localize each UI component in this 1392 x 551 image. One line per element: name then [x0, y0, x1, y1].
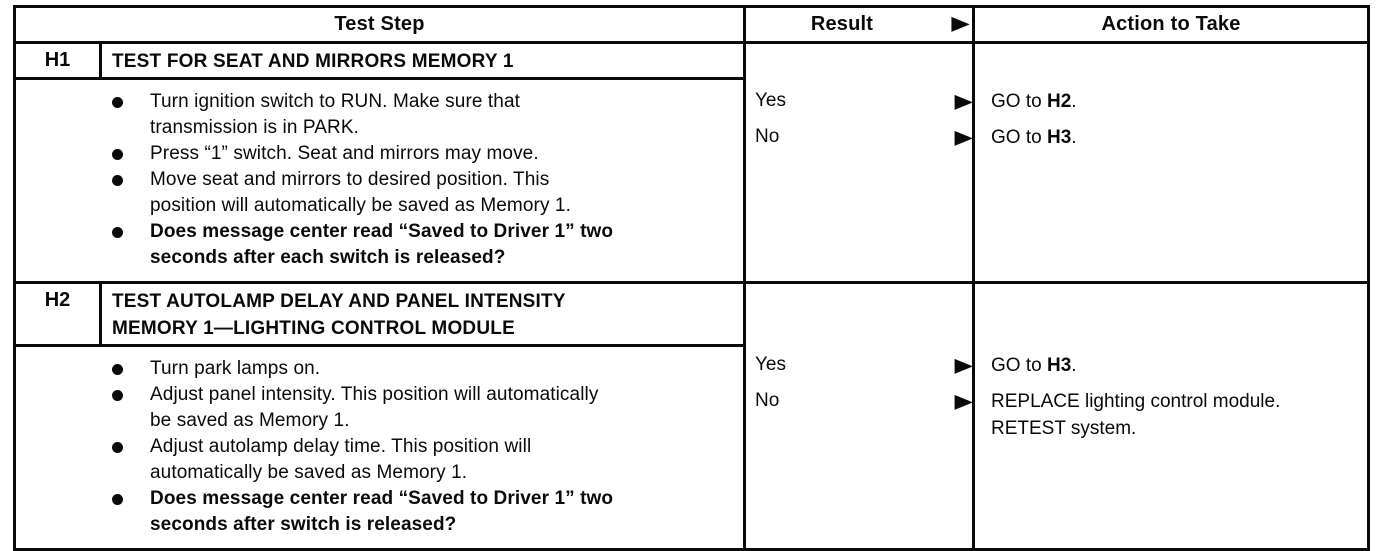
- bullet-item: Press “1” switch. Seat and mirrors may m…: [110, 141, 620, 167]
- action-row-yes: GO to H2.: [975, 88, 1351, 124]
- result-row-no: No ▶: [746, 388, 973, 424]
- action-step-ref: H2: [1046, 91, 1072, 112]
- column-header-test-step: Test Step: [334, 13, 425, 35]
- action-text: GO to: [991, 355, 1047, 376]
- result-label: No: [755, 126, 780, 147]
- step-title-row: H2 TEST AUTOLAMP DELAY AND PANEL INTENSI…: [16, 284, 743, 347]
- result-cell: Yes ▶ No ▶: [743, 284, 973, 548]
- action-text: .: [1071, 91, 1077, 112]
- bullet-text: Adjust autolamp delay time. This positio…: [150, 436, 532, 483]
- bullet-icon: [112, 97, 123, 108]
- bullet-item-question: Does message center read “Saved to Drive…: [110, 486, 620, 538]
- arrow-right-icon: ▶: [954, 353, 973, 377]
- bullet-text: Does message center read “Saved to Drive…: [150, 221, 614, 268]
- arrow-right-icon: ▶: [951, 11, 970, 35]
- bullet-item: Adjust autolamp delay time. This positio…: [110, 434, 620, 486]
- action-step-ref: H3: [1046, 355, 1072, 376]
- column-header-result: Result ▶: [743, 8, 972, 41]
- bullet-list: Turn park lamps on. Adjust panel intensi…: [16, 347, 743, 548]
- arrow-right-icon: ▶: [954, 125, 973, 149]
- bullet-icon: [112, 149, 123, 160]
- step-title: TEST FOR SEAT AND MIRRORS MEMORY 1: [112, 51, 514, 72]
- bullet-text: Adjust panel intensity. This position wi…: [150, 384, 599, 431]
- bullet-item: Turn park lamps on.: [110, 356, 620, 382]
- bullet-icon: [112, 227, 123, 238]
- test-step-cell: H1 TEST FOR SEAT AND MIRRORS MEMORY 1 Tu…: [16, 44, 743, 281]
- test-block-h1: H1 TEST FOR SEAT AND MIRRORS MEMORY 1 Tu…: [16, 44, 1367, 281]
- step-id: H1: [16, 44, 102, 77]
- result-label: Yes: [755, 354, 786, 375]
- action-cell: GO to H2. GO to H3.: [972, 44, 1367, 281]
- bullet-text: Does message center read “Saved to Drive…: [150, 488, 614, 535]
- arrow-right-icon: ▶: [954, 389, 973, 413]
- bullet-item: Turn ignition switch to RUN. Make sure t…: [110, 89, 620, 141]
- step-title-row: H1 TEST FOR SEAT AND MIRRORS MEMORY 1: [16, 44, 743, 80]
- bullet-item-question: Does message center read “Saved to Drive…: [110, 219, 620, 271]
- action-text: GO to: [991, 91, 1047, 112]
- result-row-no: No ▶: [746, 124, 973, 160]
- test-step-cell: H2 TEST AUTOLAMP DELAY AND PANEL INTENSI…: [16, 284, 743, 548]
- result-row-yes: Yes ▶: [746, 88, 973, 124]
- result-label: Yes: [755, 90, 786, 111]
- bullet-text: Move seat and mirrors to desired positio…: [150, 169, 571, 216]
- action-text: .: [1071, 127, 1077, 148]
- action-text: .: [1071, 355, 1077, 376]
- bullet-list: Turn ignition switch to RUN. Make sure t…: [16, 80, 743, 281]
- bullet-text: Turn ignition switch to RUN. Make sure t…: [150, 91, 521, 138]
- result-label: No: [755, 390, 780, 411]
- result-row-yes: Yes ▶: [746, 352, 973, 388]
- bullet-icon: [112, 364, 123, 375]
- result-header-label: Result: [810, 13, 874, 35]
- action-row-yes: GO to H3.: [975, 352, 1351, 388]
- step-id: H2: [16, 284, 102, 344]
- bullet-icon: [112, 390, 123, 401]
- pinpoint-test-table: Test Step Result ▶ Action to Take H1 TES…: [13, 5, 1370, 551]
- bullet-icon: [112, 442, 123, 453]
- arrow-right-icon: ▶: [954, 89, 973, 113]
- bullet-icon: [112, 494, 123, 505]
- column-header-action: Action to Take: [972, 8, 1367, 41]
- result-cell: Yes ▶ No ▶: [743, 44, 973, 281]
- action-row-no: REPLACE lighting control module. RETEST …: [975, 388, 1351, 442]
- bullet-text: Press “1” switch. Seat and mirrors may m…: [150, 143, 539, 164]
- test-block-h2: H2 TEST AUTOLAMP DELAY AND PANEL INTENSI…: [16, 281, 1367, 548]
- bullet-item: Adjust panel intensity. This position wi…: [110, 382, 620, 434]
- action-row-no: GO to H3.: [975, 124, 1351, 160]
- action-cell: GO to H3. REPLACE lighting control modul…: [972, 284, 1367, 548]
- step-title: TEST AUTOLAMP DELAY AND PANEL INTENSITY …: [112, 291, 566, 339]
- action-text: GO to: [991, 127, 1047, 148]
- bullet-item: Move seat and mirrors to desired positio…: [110, 167, 620, 219]
- table-header-row: Test Step Result ▶ Action to Take: [16, 8, 1367, 44]
- action-text: REPLACE lighting control module. RETEST …: [991, 391, 1281, 439]
- action-step-ref: H3: [1046, 127, 1072, 148]
- bullet-text: Turn park lamps on.: [150, 358, 321, 379]
- bullet-icon: [112, 175, 123, 186]
